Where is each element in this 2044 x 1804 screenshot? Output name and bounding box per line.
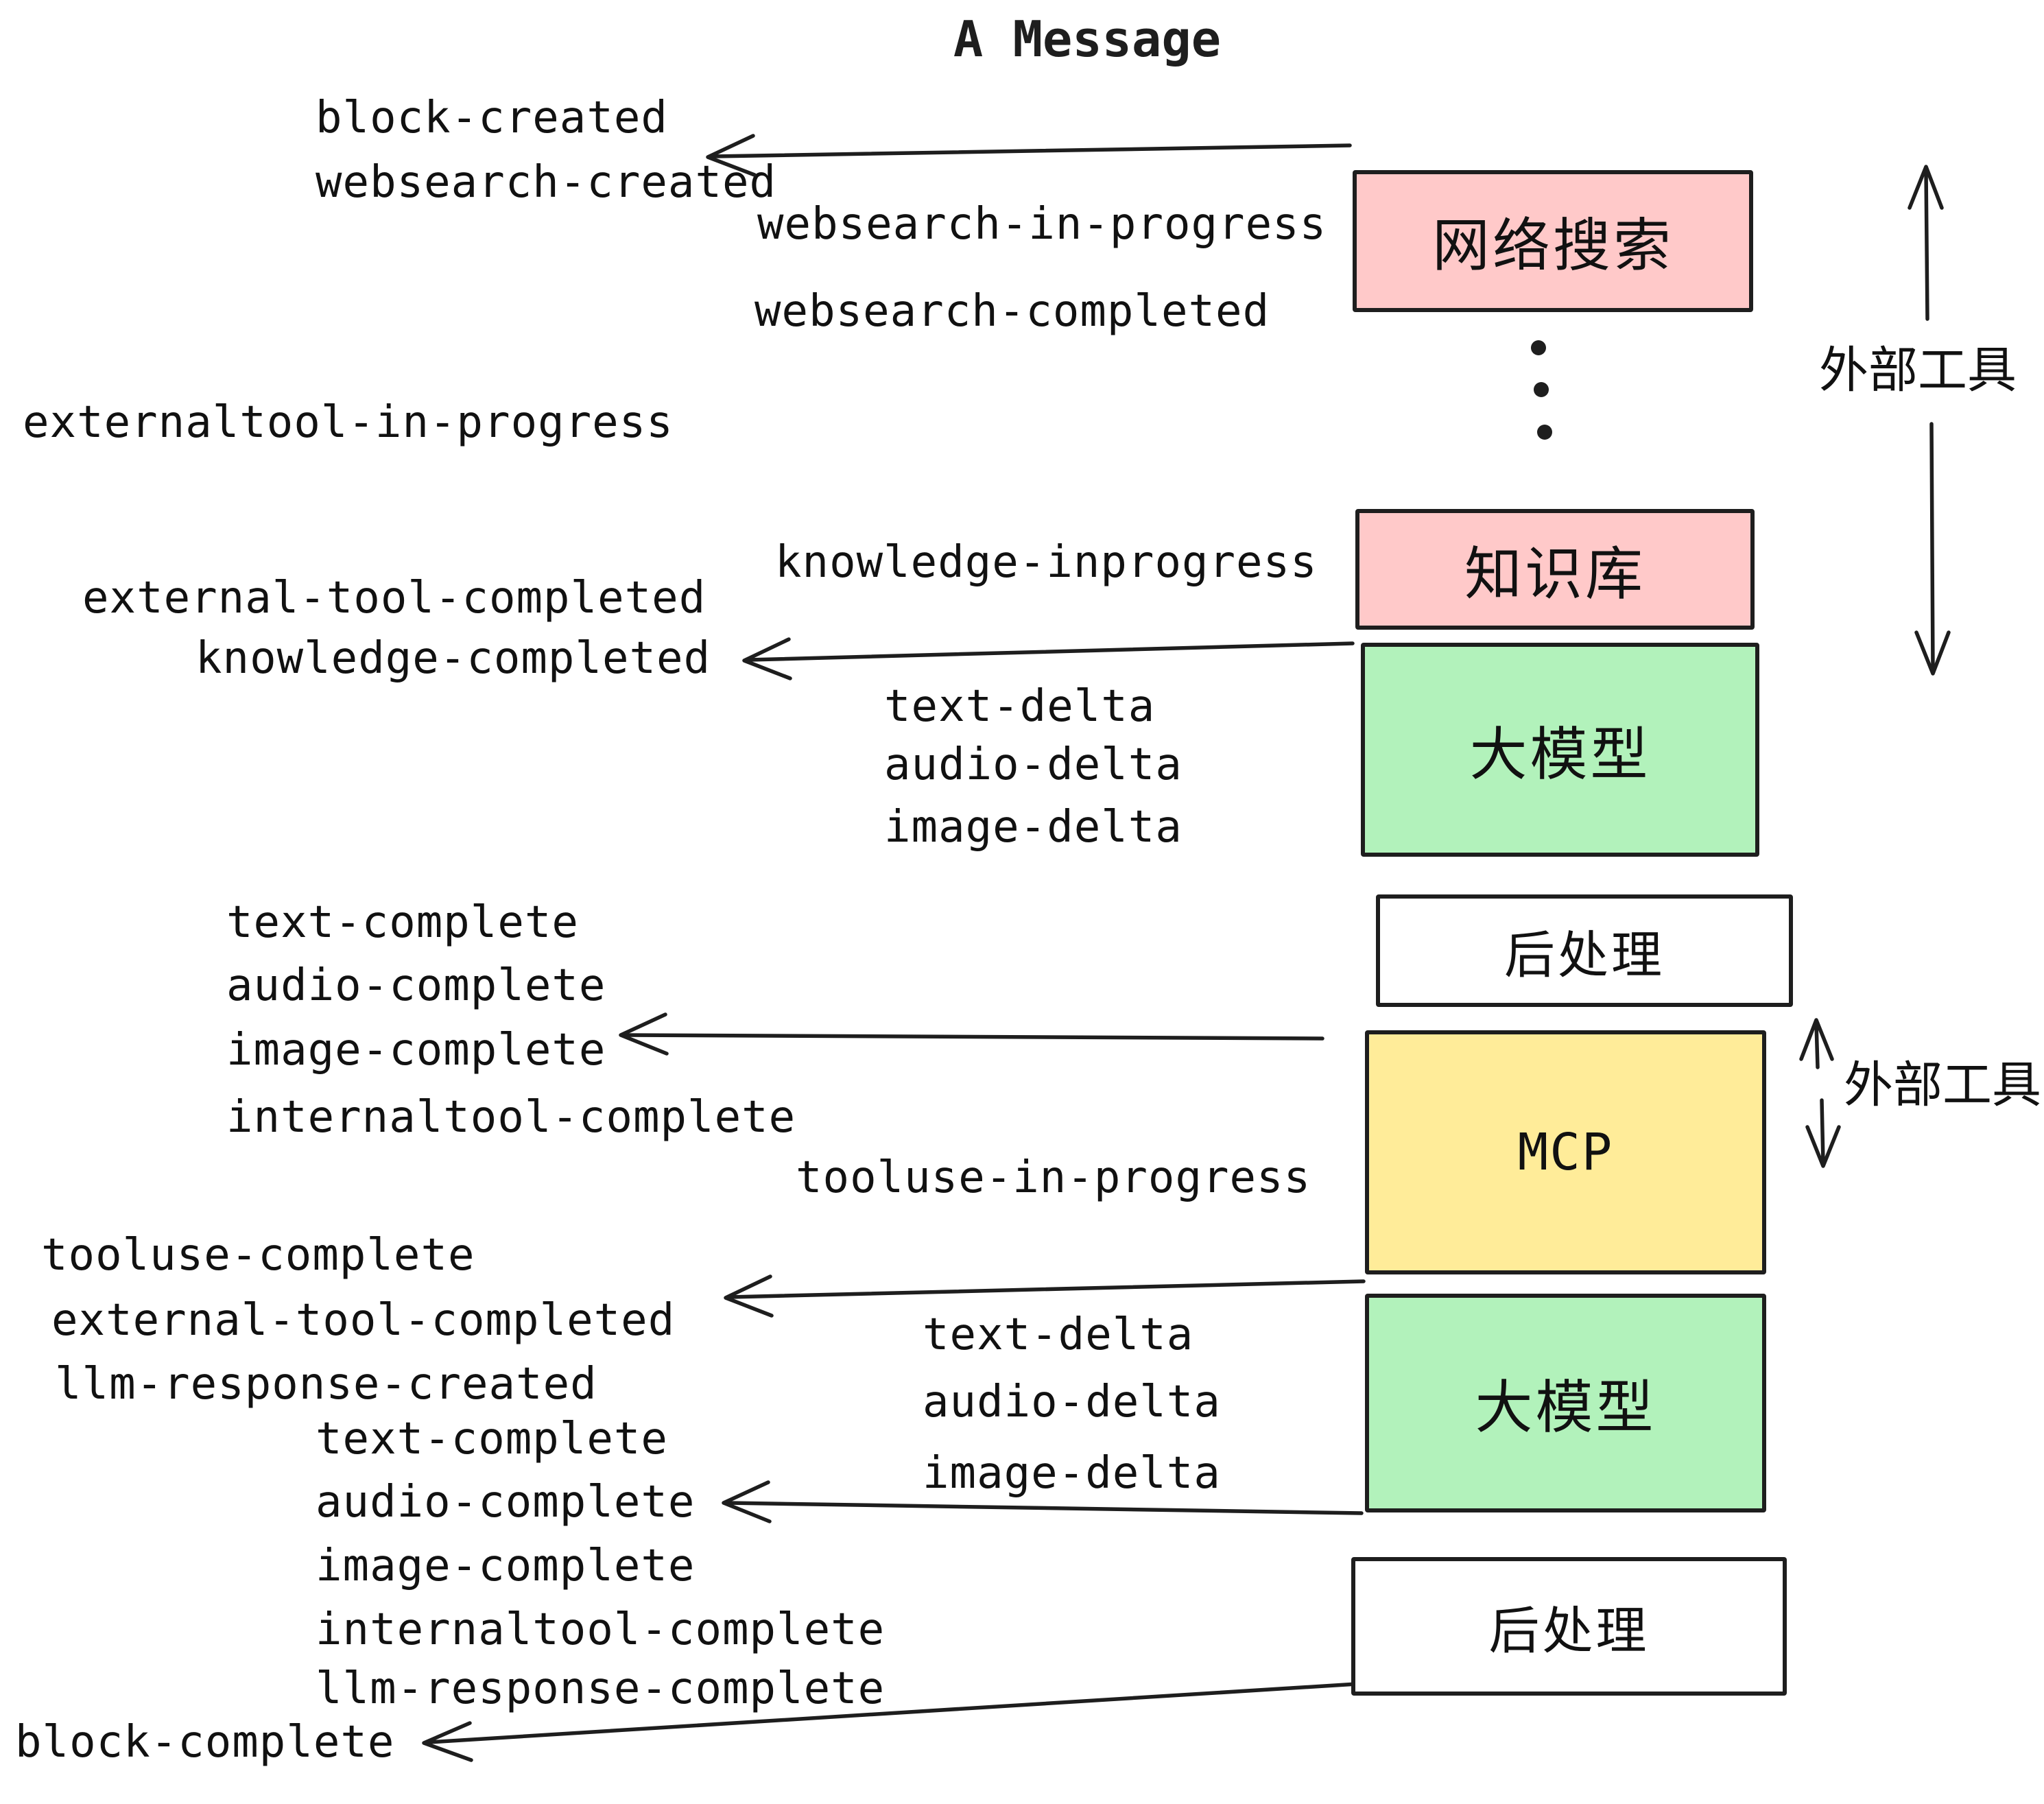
arrow-mcp-to-tooluse-complete [724,1274,1366,1318]
event-text-delta-2: text-delta [923,1309,1194,1360]
event-knowledge-inprogress: knowledge-inprogress [775,537,1318,588]
event-external-tool-completed-1: external-tool-completed [82,573,706,624]
box-llm-2: 大模型 [1365,1294,1766,1512]
box-knowledge-label: 知识库 [1464,540,1645,608]
ellipsis-dots [1531,340,1552,440]
arrow-llm2-to-audio-complete [722,1480,1364,1523]
label-external-tools-mcp: 外部工具 [1843,1056,2042,1114]
box-postprocess-2-label: 后处理 [1488,1601,1650,1661]
double-arrow-external-tools-mcp [1799,1018,1841,1168]
event-block-complete: block-complete [15,1717,395,1768]
arrow-websearch-to-created [706,134,1352,177]
event-image-complete-1: image-complete [226,1025,606,1076]
event-tooluse-complete: tooluse-complete [41,1230,475,1281]
arrow-mcp-to-image-complete [619,1012,1324,1056]
event-text-delta-1: text-delta [884,681,1156,732]
event-external-tool-completed-2: external-tool-completed [51,1295,676,1346]
box-llm-1-label: 大模型 [1469,720,1651,788]
event-llm-response-created: llm-response-created [55,1359,597,1410]
event-knowledge-completed: knowledge-completed [195,633,711,684]
event-image-delta-2: image-delta [923,1448,1221,1499]
event-externaltool-in-progress: externaltool-in-progress [23,397,674,448]
event-audio-complete-1: audio-complete [226,960,606,1011]
event-audio-delta-2: audio-delta [923,1377,1221,1427]
box-knowledge: 知识库 [1355,509,1755,630]
event-internaltool-complete-2: internaltool-complete [316,1604,886,1655]
box-websearch: 网络搜索 [1353,170,1753,312]
event-block-created: block-created [316,93,668,143]
box-mcp: MCP [1365,1030,1766,1274]
box-llm-1: 大模型 [1361,643,1759,857]
event-text-complete-2: text-complete [316,1414,668,1464]
event-websearch-completed: websearch-completed [754,286,1270,337]
event-image-delta-1: image-delta [884,802,1183,853]
box-llm-2-label: 大模型 [1475,1374,1656,1441]
event-audio-delta-1: audio-delta [884,739,1183,790]
event-tooluse-in-progress: tooluse-in-progress [796,1152,1311,1203]
event-audio-complete-2: audio-complete [316,1477,696,1528]
page-title: A Message [953,10,1222,68]
arrow-llm1-to-knowledge-completed [742,637,1355,680]
event-internaltool-complete-1: internaltool-complete [226,1092,796,1143]
box-postprocess-1: 后处理 [1376,894,1793,1007]
double-arrow-external-tools-top [1908,165,1951,676]
event-text-complete-1: text-complete [226,897,579,948]
event-websearch-created: websearch-created [316,157,777,208]
box-postprocess-2: 后处理 [1351,1557,1787,1696]
event-websearch-in-progress: websearch-in-progress [757,199,1327,250]
box-mcp-label: MCP [1517,1123,1614,1182]
box-websearch-label: 网络搜索 [1431,212,1674,279]
arrow-post2-to-block-complete [422,1682,1359,1762]
label-external-tools-top: 外部工具 [1818,341,2017,399]
event-llm-response-complete: llm-response-complete [316,1663,886,1714]
box-postprocess-1-label: 后处理 [1504,925,1665,985]
event-image-complete-2: image-complete [316,1541,696,1591]
